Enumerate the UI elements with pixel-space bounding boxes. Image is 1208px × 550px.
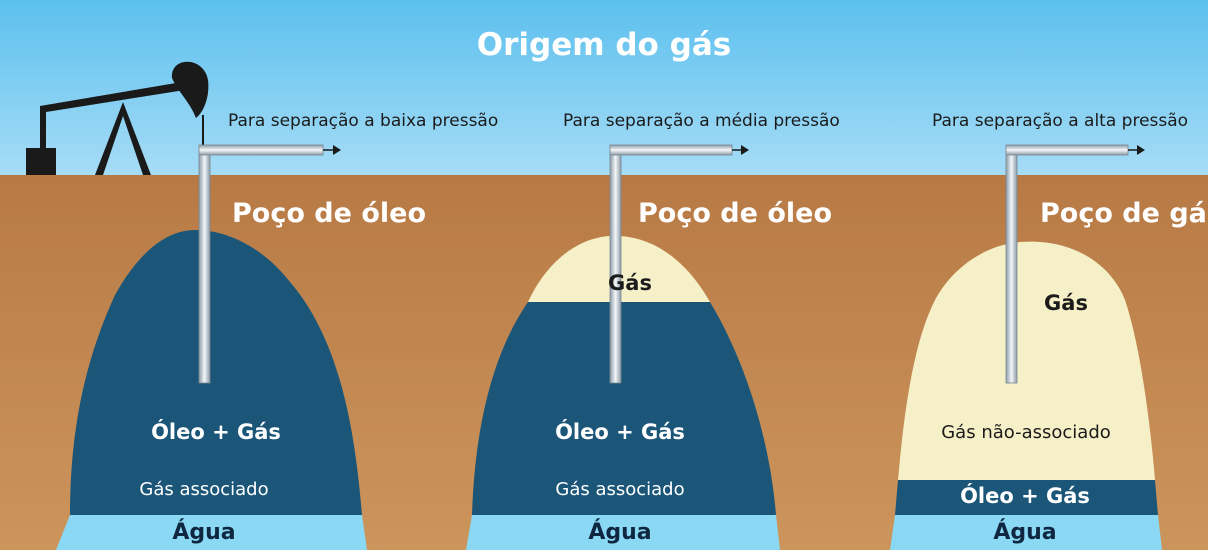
gas-type-label-2: Gás associado (555, 479, 685, 500)
well-type-label-3: Poço de gás (1040, 198, 1208, 229)
reservoir-1 (56, 230, 367, 550)
fluid-label-1: Óleo + Gás (151, 420, 281, 444)
arrow-right-icon (333, 145, 341, 155)
water-layer-3 (890, 515, 1162, 550)
reservoir-3 (890, 241, 1162, 550)
gas-cap-label-2: Gás (608, 271, 652, 295)
water-layer-2 (466, 515, 780, 550)
water-layer-1 (56, 515, 367, 550)
route-label-1: Para separação a baixa pressão (228, 111, 499, 131)
route-label-3: Para separação a alta pressão (932, 111, 1189, 131)
arrow-right-icon (741, 145, 749, 155)
pipe-2 (609, 144, 749, 384)
pipe-1 (198, 144, 341, 384)
well-type-label-2: Poço de óleo (638, 198, 832, 229)
pipe-3 (1005, 144, 1145, 384)
diagram-title: Origem do gás (476, 27, 732, 63)
gas-type-label-3: Gás não-associado (941, 422, 1111, 443)
well-type-label-1: Poço de óleo (232, 198, 426, 229)
fluid-label-3: Óleo + Gás (960, 484, 1090, 508)
pumpjack-icon (26, 61, 209, 175)
reservoir-2 (466, 235, 780, 550)
oil-gas-layer-3 (895, 480, 1158, 515)
gas-cap-label-3: Gás (1044, 291, 1088, 315)
route-label-2: Para separação a média pressão (563, 111, 840, 131)
water-label-1: Água (172, 520, 236, 545)
water-label-3: Água (993, 520, 1057, 545)
arrow-right-icon (1137, 145, 1145, 155)
fluid-label-2: Óleo + Gás (555, 420, 685, 444)
water-label-2: Água (588, 520, 652, 545)
gas-type-label-1: Gás associado (139, 479, 269, 500)
